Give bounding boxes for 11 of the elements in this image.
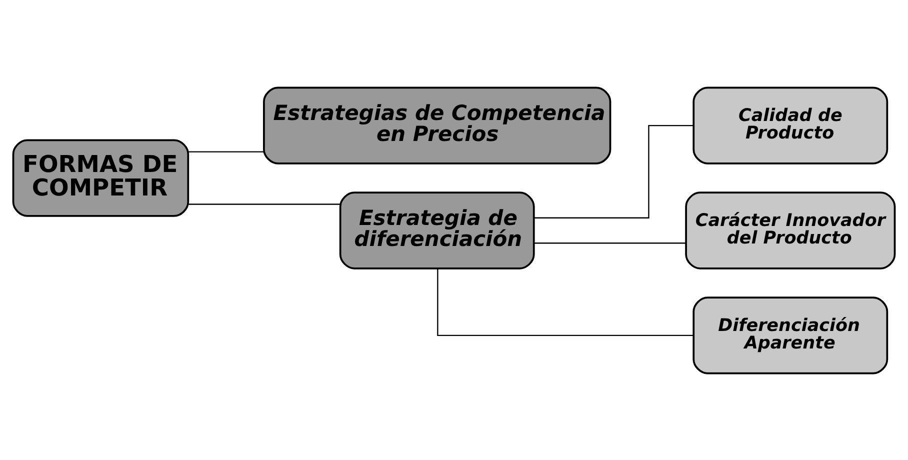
node-box: Carácter Innovador del Producto: [685, 191, 896, 269]
node-box: FORMAS DE COMPETIR: [12, 138, 190, 216]
connector: [437, 268, 694, 336]
node-box: Calidad de Producto: [692, 86, 888, 164]
node-box: Estrategia de diferenciación: [339, 191, 535, 269]
connector: [534, 242, 686, 244]
connector: [188, 150, 264, 152]
connector: [188, 203, 340, 204]
node-box: Diferenciación Aparente: [692, 296, 888, 374]
connector: [534, 124, 694, 218]
node-box: Estrategias de Competencia en Precios: [263, 86, 612, 164]
